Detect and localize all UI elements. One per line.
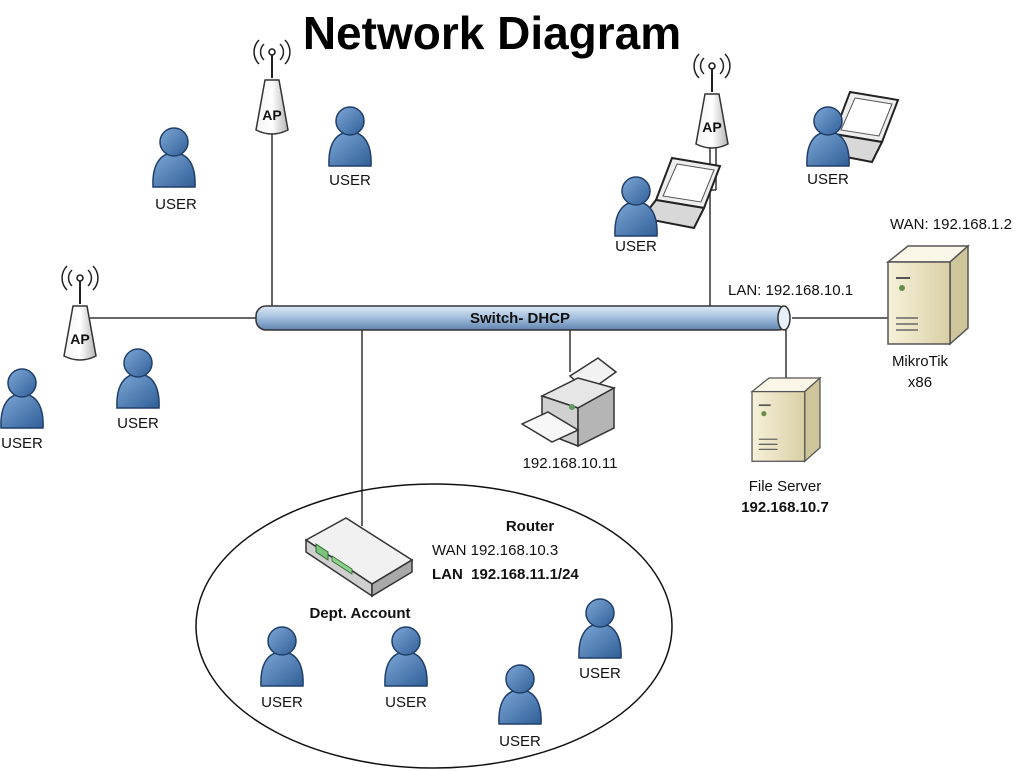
switch-dhcp[interactable]: Switch- DHCP	[255, 305, 791, 331]
router-wan: WAN 192.168.10.3	[432, 542, 558, 559]
ap-label: AP	[262, 107, 281, 123]
person-icon	[328, 106, 372, 167]
router-title: Router	[506, 518, 554, 535]
user-label: USER	[1, 435, 43, 452]
mikrotik-platform: x86	[908, 374, 932, 391]
user-label: USER	[117, 415, 159, 432]
access-point-3[interactable]: AP	[61, 265, 99, 361]
user-label: USER	[615, 238, 657, 255]
person-icon	[260, 626, 304, 687]
user-label: USER	[385, 694, 427, 711]
printer-ip: 192.168.10.11	[523, 455, 618, 472]
file-server-ip: 192.168.10.7	[741, 499, 829, 516]
user-label: USER	[807, 171, 849, 188]
diagram-title: Network Diagram	[303, 7, 681, 59]
person-icon	[384, 626, 428, 687]
user-label: USER	[261, 694, 303, 711]
user-label: USER	[329, 172, 371, 189]
server-icon	[751, 377, 821, 463]
access-point-2[interactable]: AP	[693, 53, 731, 149]
router[interactable]: Dept. Account Router WAN 192.168.10.3 LA…	[304, 517, 579, 622]
file-server-name: File Server	[749, 478, 822, 495]
person-icon	[0, 368, 44, 429]
server-icon	[887, 245, 969, 345]
user-label: USER	[155, 196, 197, 213]
user-6[interactable]: USER	[116, 348, 160, 432]
person-icon	[578, 598, 622, 659]
dept-user-3[interactable]: USER	[498, 664, 542, 750]
user-5[interactable]: USER	[0, 368, 44, 452]
mikrotik-server[interactable]: WAN: 192.168.1.2 LAN: 192.168.10.1 Mikro…	[728, 216, 1012, 391]
access-point-1[interactable]: AP	[253, 39, 291, 135]
user-3[interactable]: USER	[614, 176, 658, 255]
mikrotik-name: MikroTik	[892, 353, 949, 370]
router-icon	[304, 517, 414, 598]
router-lan: LAN 192.168.11.1/24	[432, 566, 579, 583]
user-2[interactable]: USER	[328, 106, 372, 189]
user-4[interactable]: USER	[806, 106, 850, 188]
person-icon	[152, 127, 196, 188]
router-name: Dept. Account	[309, 605, 410, 622]
person-icon	[498, 664, 542, 725]
person-icon	[116, 348, 160, 409]
mikrotik-lan: LAN: 192.168.10.1	[728, 282, 853, 299]
file-server[interactable]: File Server 192.168.10.7	[741, 377, 829, 516]
user-label: USER	[499, 733, 541, 750]
ap-label: AP	[70, 331, 89, 347]
user-label: USER	[579, 665, 621, 682]
switch-label: Switch- DHCP	[470, 310, 570, 327]
dept-user-2[interactable]: USER	[384, 626, 428, 711]
ap-label: AP	[702, 119, 721, 135]
printer[interactable]: 192.168.10.11	[520, 357, 618, 472]
department-boundary	[195, 483, 673, 769]
printer-icon	[520, 357, 618, 448]
mikrotik-wan: WAN: 192.168.1.2	[890, 216, 1012, 233]
dept-user-1[interactable]: USER	[260, 626, 304, 711]
dept-user-4[interactable]: USER	[578, 598, 622, 682]
user-1[interactable]: USER	[152, 127, 197, 213]
